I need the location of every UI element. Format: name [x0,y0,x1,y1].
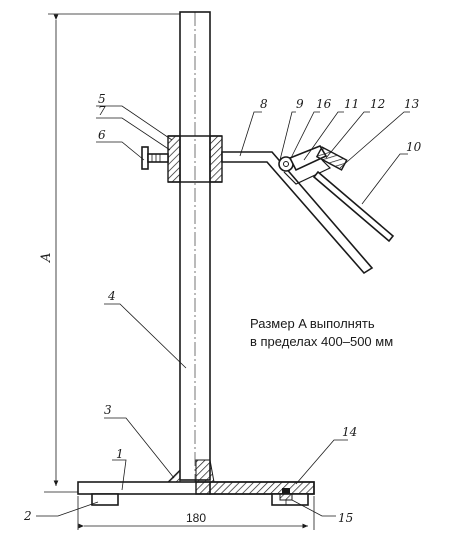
adjust-knob [315,146,348,171]
callout-8: 8 [260,97,268,111]
foot-pads [91,488,309,506]
size-note: Размер A выполнять в пределах 400–500 мм [250,316,393,349]
callout-2: 2 [23,509,32,523]
callout-3: 3 [104,403,112,417]
hinge-assembly [278,145,332,185]
note-line-1: Размер A выполнять [250,316,375,331]
leader-lines [36,105,410,517]
callout-12: 12 [370,97,385,111]
callout-9: 9 [296,97,304,111]
dimension-180: 180 [77,496,315,530]
note-line-2: в пределах 400–500 мм [250,334,393,349]
callout-15: 15 [338,511,353,525]
callout-11: 11 [344,97,359,111]
dimension-a-label: A [39,253,54,263]
callout-7: 7 [98,104,106,118]
callout-14: 14 [342,425,357,439]
callout-16: 16 [316,97,332,111]
clamp-screw [141,146,169,170]
guide-rod [312,170,395,243]
base-plate [77,481,315,495]
callout-6: 6 [98,128,106,142]
tool-arm [221,151,374,275]
callout-5: 5 [98,92,106,106]
callout-13: 13 [404,97,420,111]
callout-4: 4 [107,289,116,303]
callout-10: 10 [406,140,422,154]
vertical-column [166,11,215,492]
callouts: 1 2 3 4 5 6 7 8 10 9 16 11 12 13 14 15 [23,92,422,525]
callout-1: 1 [116,447,124,461]
clamp-block [167,135,223,183]
dimension-180-label: 180 [186,511,206,525]
dimension-a: A [39,13,180,493]
